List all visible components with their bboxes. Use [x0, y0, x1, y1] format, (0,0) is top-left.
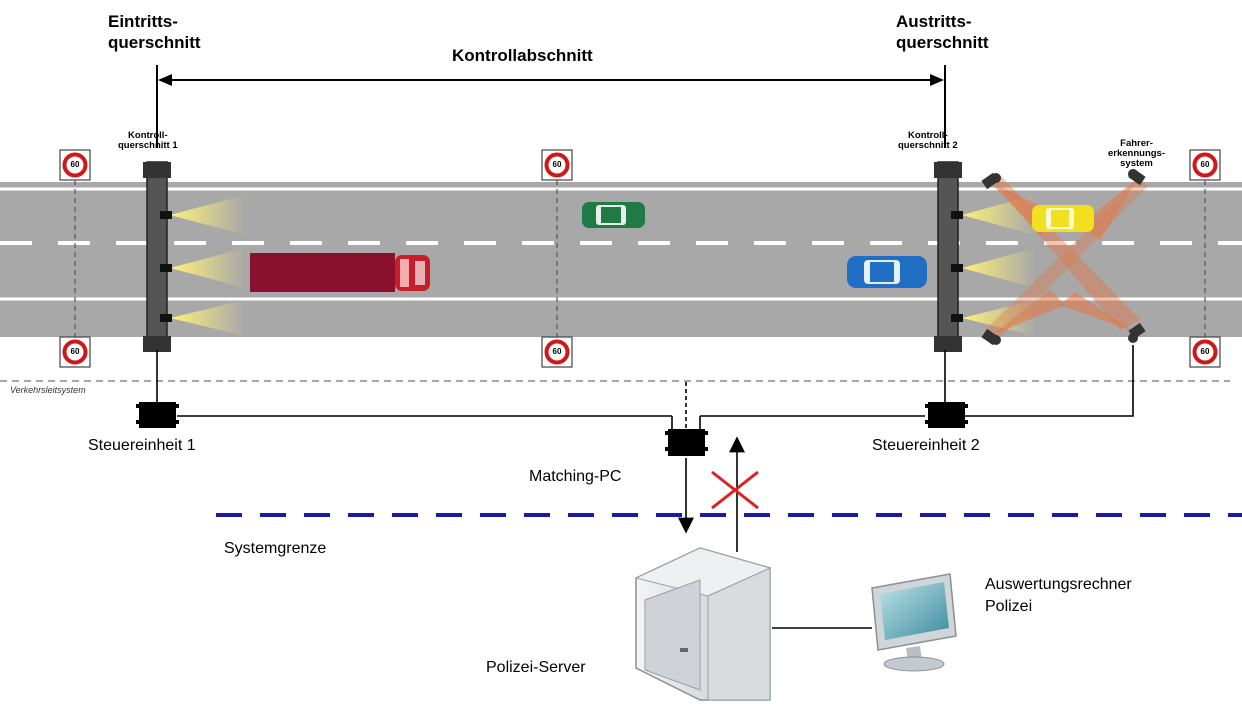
workstation-label-line1: Auswertungsrechner: [985, 576, 1132, 593]
workstation-label: Auswertungsrechner Polizei: [985, 574, 1132, 618]
control-unit-boxes: [136, 402, 968, 456]
driver-system-label-line2: erkennungs-: [1108, 148, 1166, 159]
speed-signs: [59, 149, 1221, 368]
car-green: [582, 202, 645, 228]
driver-cameras: [981, 168, 1146, 346]
wiring: [156, 345, 1134, 629]
sign-text: 60: [552, 347, 562, 356]
gantry-1: [143, 161, 172, 352]
car-yellow: [1032, 205, 1094, 232]
gantry-2-label-line1: Kontroll-: [908, 130, 948, 141]
sign-text: 60: [70, 347, 80, 356]
traffic-system-label: Verkehrsleitsystem: [10, 385, 86, 395]
sign-text: 60: [70, 160, 80, 169]
control-unit-1-label: Steuereinheit 1: [88, 437, 196, 454]
driver-system-label-line1: Fahrer-: [1120, 138, 1153, 149]
car-blue: [847, 256, 927, 288]
gantry-2-label-line2: querschnitt 2: [898, 140, 958, 151]
truck: [250, 253, 430, 292]
driver-system-label-line3: system: [1120, 158, 1153, 169]
gantry-1-label-line2: querschnitt 1: [118, 140, 178, 151]
entry-label-line2: querschnitt: [108, 33, 201, 52]
sign-posts: [74, 180, 1206, 345]
sign-text: 60: [1200, 347, 1210, 356]
gantry-2-label: Kontroll- querschnitt 2: [898, 131, 958, 151]
control-unit-2-label: Steuereinheit 2: [872, 437, 980, 454]
sign-text: 60: [1200, 160, 1210, 169]
exit-label-line1: Austritts-: [896, 12, 972, 31]
gantry-1-label-line1: Kontroll-: [128, 130, 168, 141]
monitor-icon: [871, 573, 957, 672]
gantry-1-label: Kontroll- querschnitt 1: [118, 131, 178, 151]
entry-label-line1: Eintritts-: [108, 12, 178, 31]
server-icon: [634, 547, 772, 701]
driver-system-label: Fahrer- erkennungs- system: [1108, 139, 1165, 169]
section-dimension: [156, 65, 946, 148]
driver-camera-beams: [985, 175, 1148, 338]
police-server-label: Polizei-Server: [486, 659, 586, 676]
workstation-label-line2: Polizei: [985, 598, 1033, 615]
matching-pc-label: Matching-PC: [529, 468, 622, 485]
exit-label-line2: querschnitt: [896, 33, 989, 52]
system-boundary-label: Systemgrenze: [224, 540, 327, 557]
blocked-cross: [711, 470, 759, 510]
gantry-2: [934, 161, 963, 352]
exit-label: Austritts- querschnitt: [896, 11, 989, 53]
gantry-1-beams: [170, 195, 245, 336]
entry-label: Eintritts- querschnitt: [108, 11, 201, 53]
sign-text: 60: [552, 160, 562, 169]
section-label: Kontrollabschnitt: [452, 46, 593, 65]
